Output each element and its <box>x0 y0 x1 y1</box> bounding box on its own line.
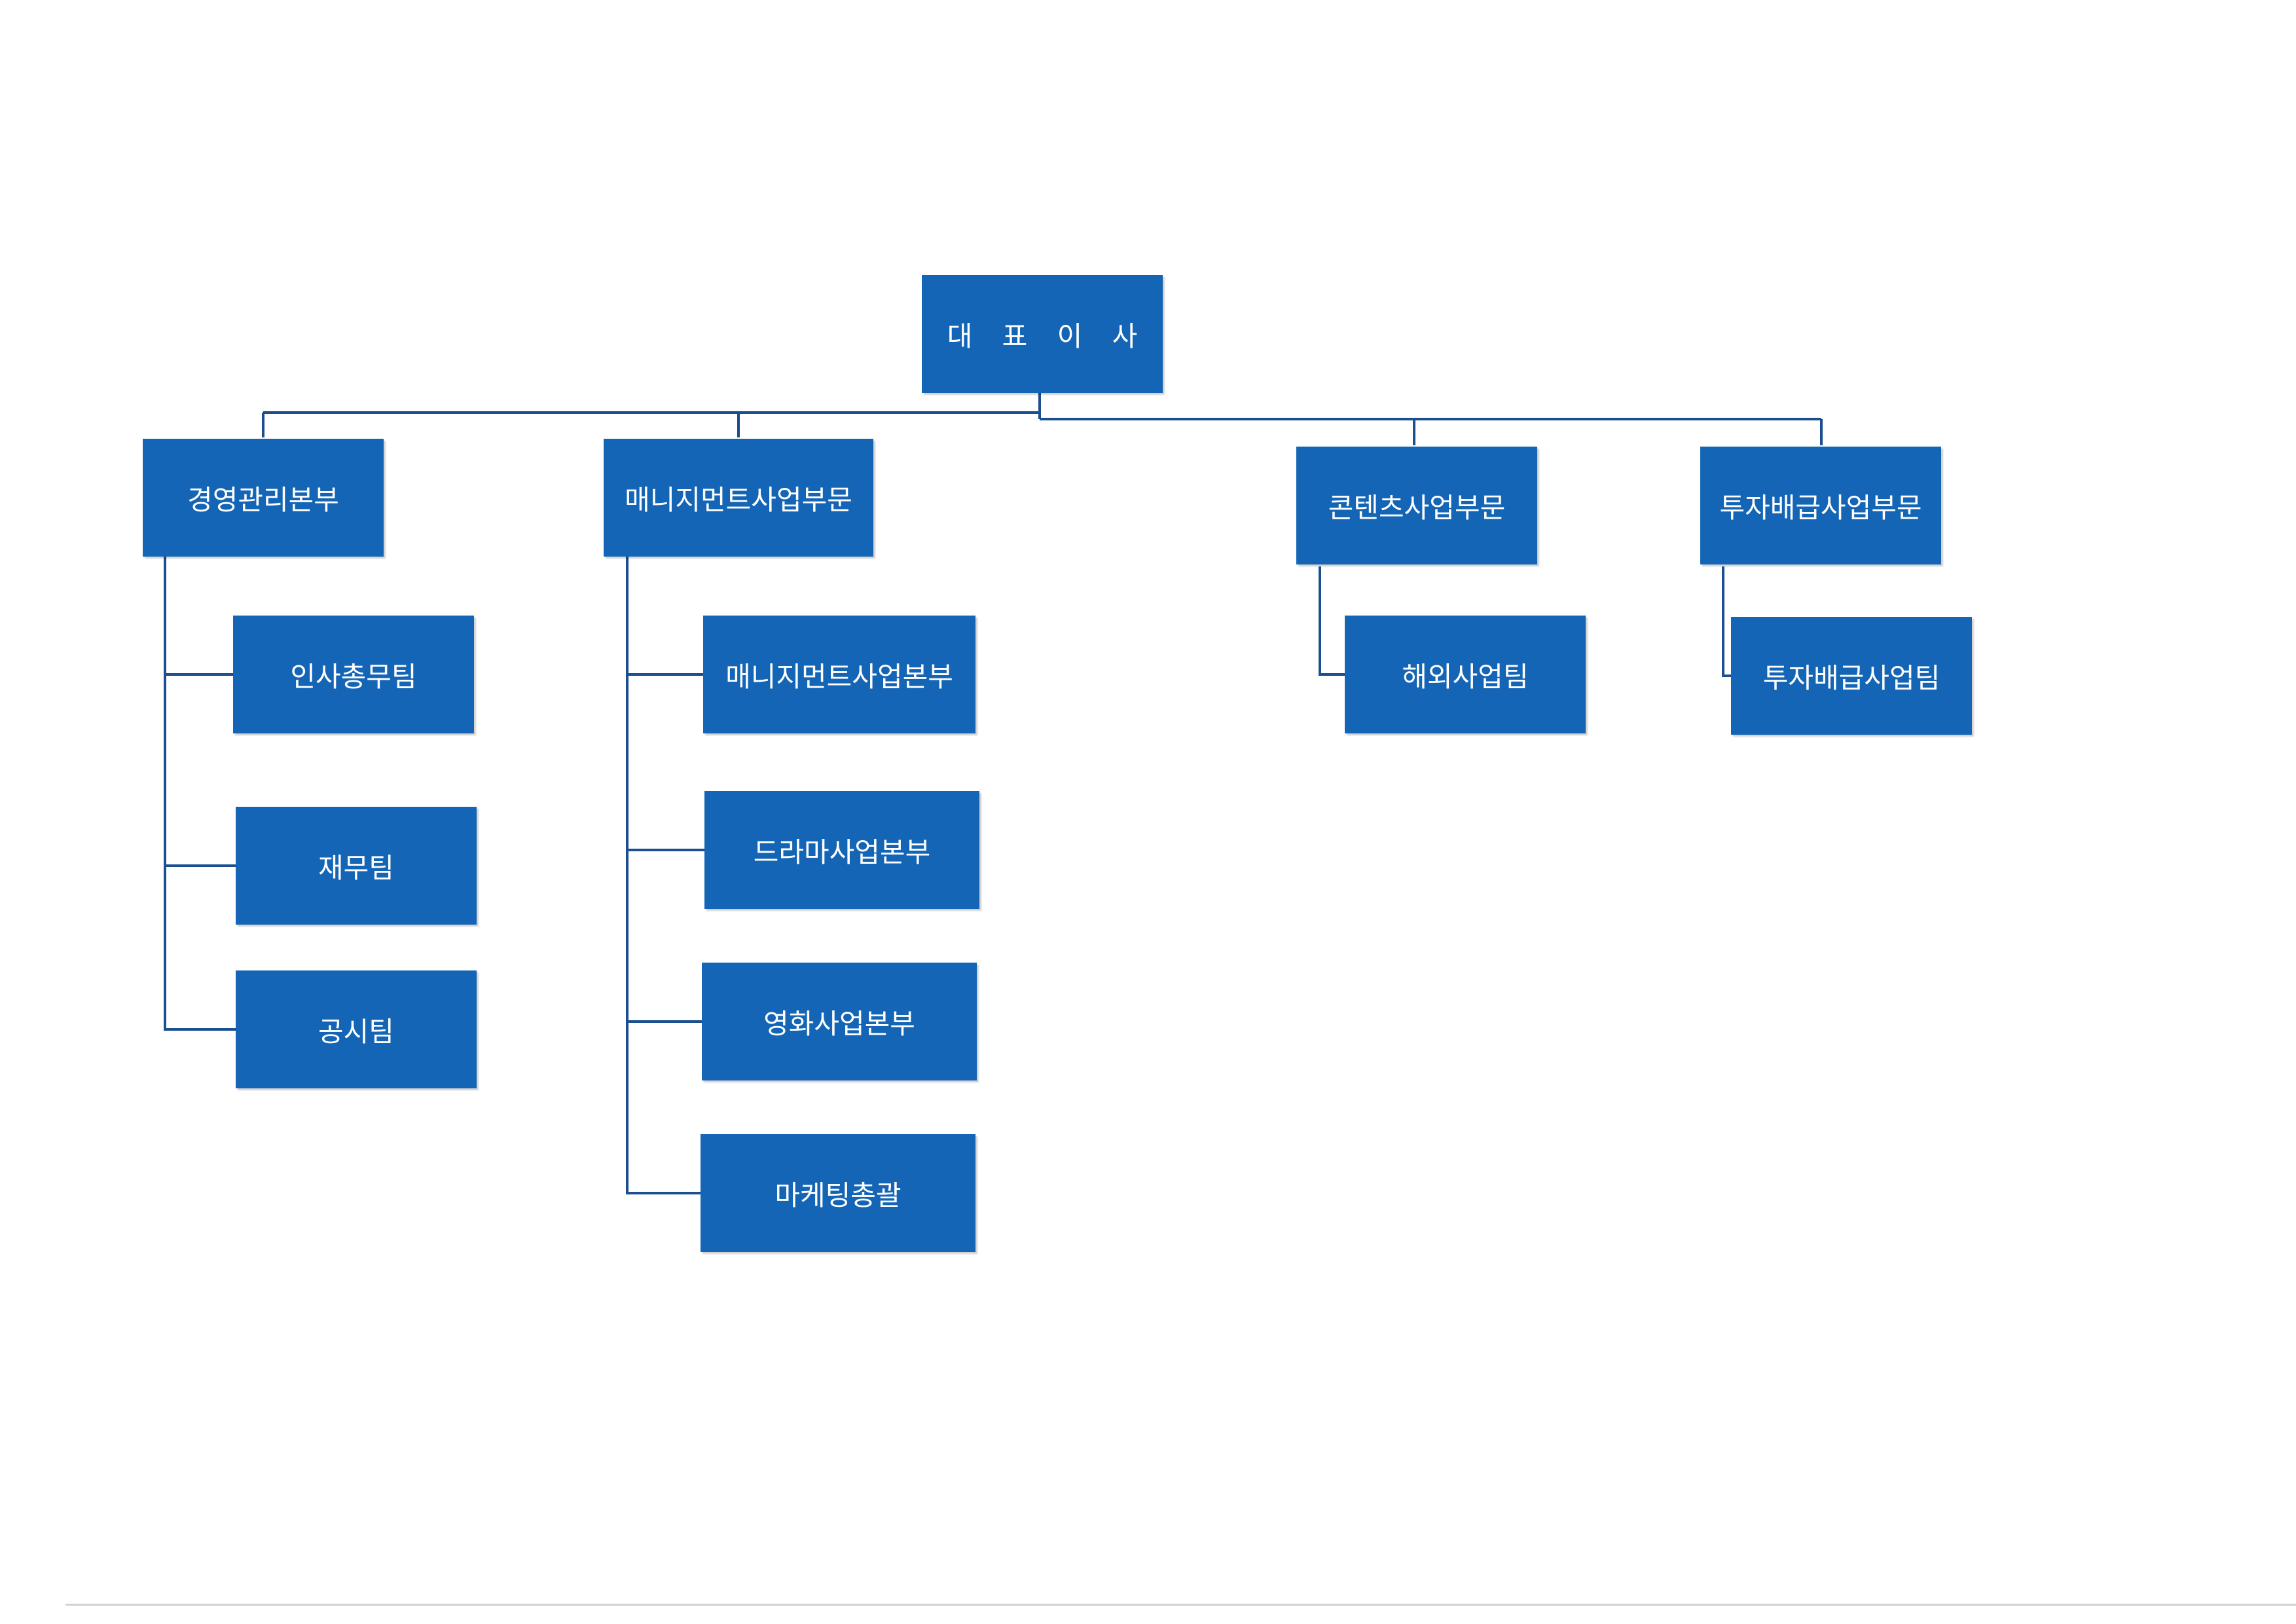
node-team-overseas-label: 해외사업팀 <box>1402 660 1529 693</box>
node-team-investment-distribution-label: 투자배급사업팀 <box>1762 661 1941 694</box>
node-team-disclosure-label: 공시팀 <box>318 1015 394 1048</box>
node-team-marketing: 마케팅총괄 <box>701 1134 975 1252</box>
page-edge-line <box>65 1604 2296 1606</box>
node-team-disclosure: 공시팀 <box>236 970 477 1088</box>
node-team-marketing-label: 마케팅총괄 <box>774 1179 902 1211</box>
node-division-investment: 투자배급사업부문 <box>1700 447 1941 564</box>
node-team-film-hq: 영화사업본부 <box>702 963 977 1080</box>
node-team-overseas: 해외사업팀 <box>1345 616 1586 733</box>
node-division-artist-management-label: 매니지먼트사업부문 <box>625 483 852 516</box>
node-team-hr-label: 인사총무팀 <box>290 660 417 693</box>
node-ceo-label: 대 표 이 사 <box>947 320 1148 352</box>
node-team-finance: 재무팀 <box>236 807 477 925</box>
node-team-management-hq-label: 매니지먼트사업본부 <box>725 660 953 693</box>
node-team-investment-distribution: 투자배급사업팀 <box>1731 617 1972 735</box>
node-division-investment-label: 투자배급사업부문 <box>1719 491 1922 524</box>
node-team-drama-hq-label: 드라마사업본부 <box>753 836 931 868</box>
node-division-contents: 콘텐츠사업부문 <box>1296 447 1537 564</box>
node-team-hr: 인사총무팀 <box>233 616 474 733</box>
node-team-finance-label: 재무팀 <box>318 851 394 884</box>
node-team-management-hq: 매니지먼트사업본부 <box>703 616 975 733</box>
node-division-artist-management: 매니지먼트사업부문 <box>604 439 873 557</box>
connector-d4-team-1 <box>1722 566 1731 677</box>
node-division-contents-label: 콘텐츠사업부문 <box>1328 491 1506 524</box>
connector-d3-team-1 <box>1319 566 1345 676</box>
node-team-drama-hq: 드라마사업본부 <box>704 791 979 909</box>
node-division-management-label: 경영관리본부 <box>187 483 339 516</box>
node-ceo: 대 표 이 사 <box>922 275 1163 393</box>
node-team-film-hq-label: 영화사업본부 <box>763 1007 915 1040</box>
node-division-management: 경영관리본부 <box>143 439 384 557</box>
